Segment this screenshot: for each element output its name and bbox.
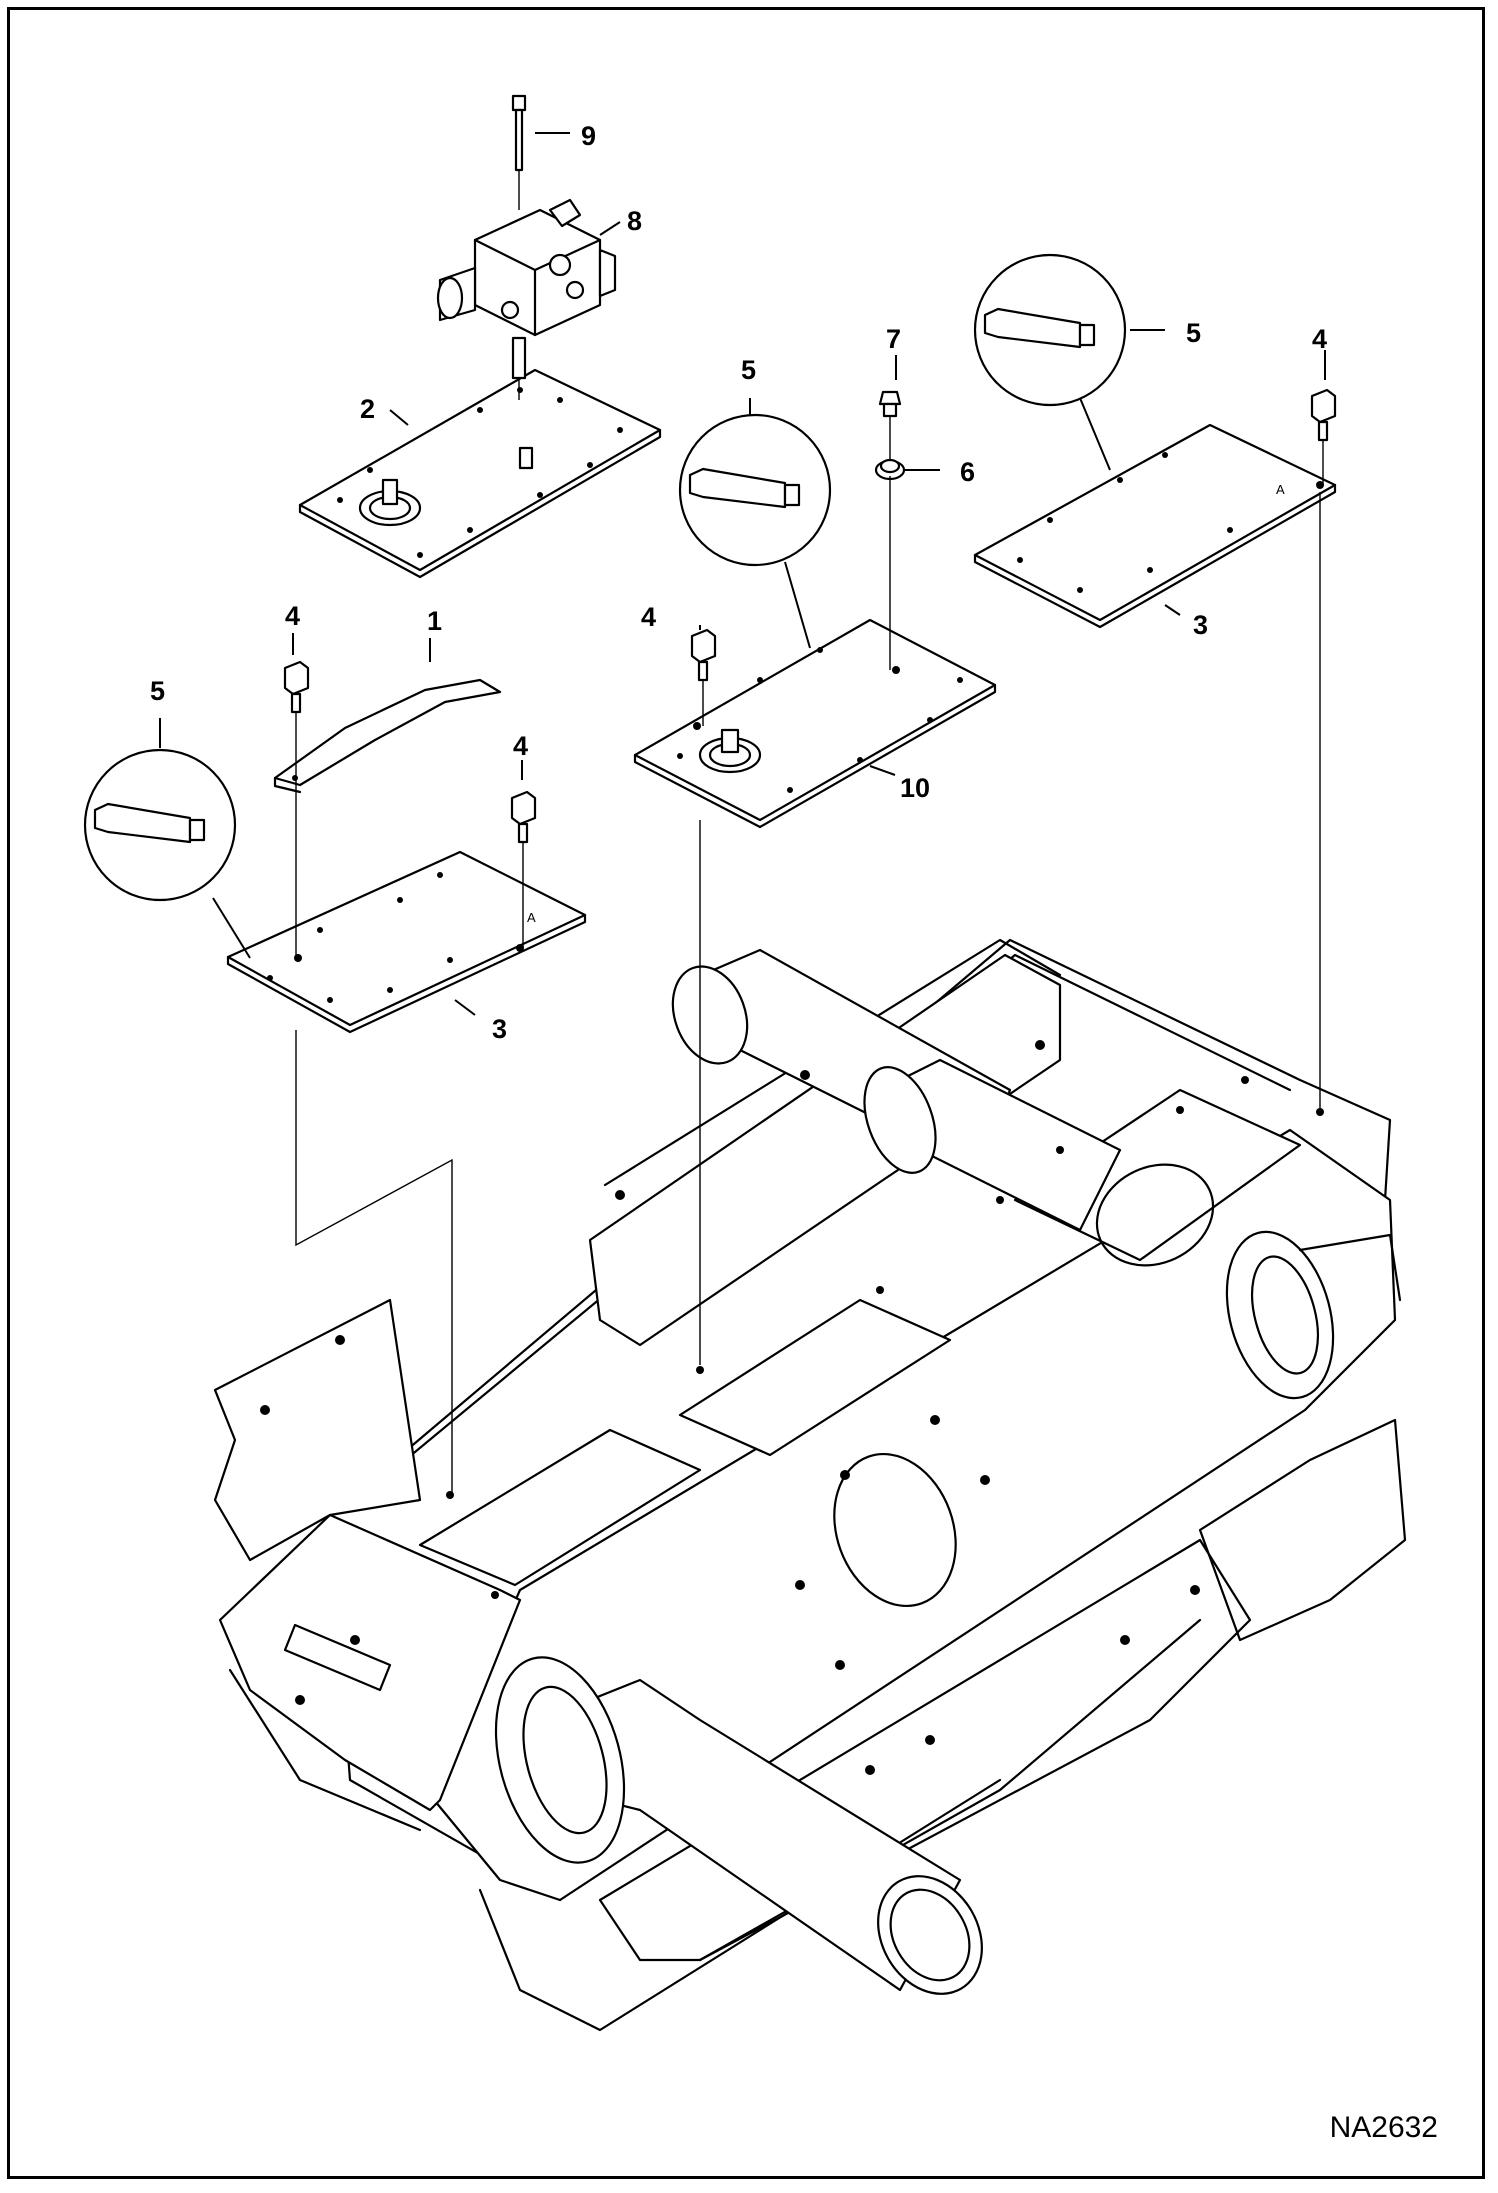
bolt-icon <box>510 790 537 844</box>
frame-holes <box>260 1040 1324 1775</box>
grease-tube-icon <box>83 748 237 902</box>
alignment-lines <box>212 170 1324 1492</box>
cover-plate-2 <box>298 368 662 579</box>
grease-fitting-icon <box>878 390 902 418</box>
plate-mark-a1: A <box>527 910 536 925</box>
callout-4-mid: 4 <box>513 731 528 761</box>
callout-4-left: 4 <box>285 601 300 631</box>
callout-5-left: 5 <box>150 676 165 706</box>
callout-leaders <box>159 132 1326 1016</box>
grease-tube-icon <box>678 413 832 567</box>
callout-5-center: 5 <box>741 355 756 385</box>
callout-3-left: 3 <box>492 1014 507 1044</box>
grease-tube-icon <box>973 253 1127 407</box>
callout-1: 1 <box>427 606 442 636</box>
bolt-icon <box>1310 388 1337 442</box>
callout-3-right: 3 <box>1193 610 1208 640</box>
callout-8: 8 <box>627 206 642 236</box>
cover-plate-3-left: A <box>226 850 587 1034</box>
callout-4-center: 4 <box>641 602 656 632</box>
callout-2: 2 <box>360 394 375 424</box>
bracket-1 <box>273 678 502 794</box>
cover-plate-10 <box>633 618 997 829</box>
axle-tube-front <box>494 1656 983 1995</box>
axle-housing <box>213 938 1407 2032</box>
callout-5-right: 5 <box>1186 318 1201 348</box>
cover-plate-3-right: A <box>973 423 1337 629</box>
axle-tube-rear <box>671 948 1215 1267</box>
callout-10: 10 <box>900 773 930 803</box>
bolt-icon <box>511 94 527 172</box>
callout-6: 6 <box>960 457 975 487</box>
figure-id: NA2632 <box>1329 2111 1438 2144</box>
callout-7: 7 <box>886 324 901 354</box>
callout-9: 9 <box>581 121 596 151</box>
diagram-border <box>7 7 1485 2179</box>
callout-4-right: 4 <box>1312 324 1327 354</box>
plate-mark-a2: A <box>1276 482 1285 497</box>
bolt-icon <box>690 628 717 682</box>
valve-block-icon <box>436 198 617 380</box>
axle-tube-right <box>1225 1230 1402 1400</box>
bolt-icon <box>283 660 310 714</box>
